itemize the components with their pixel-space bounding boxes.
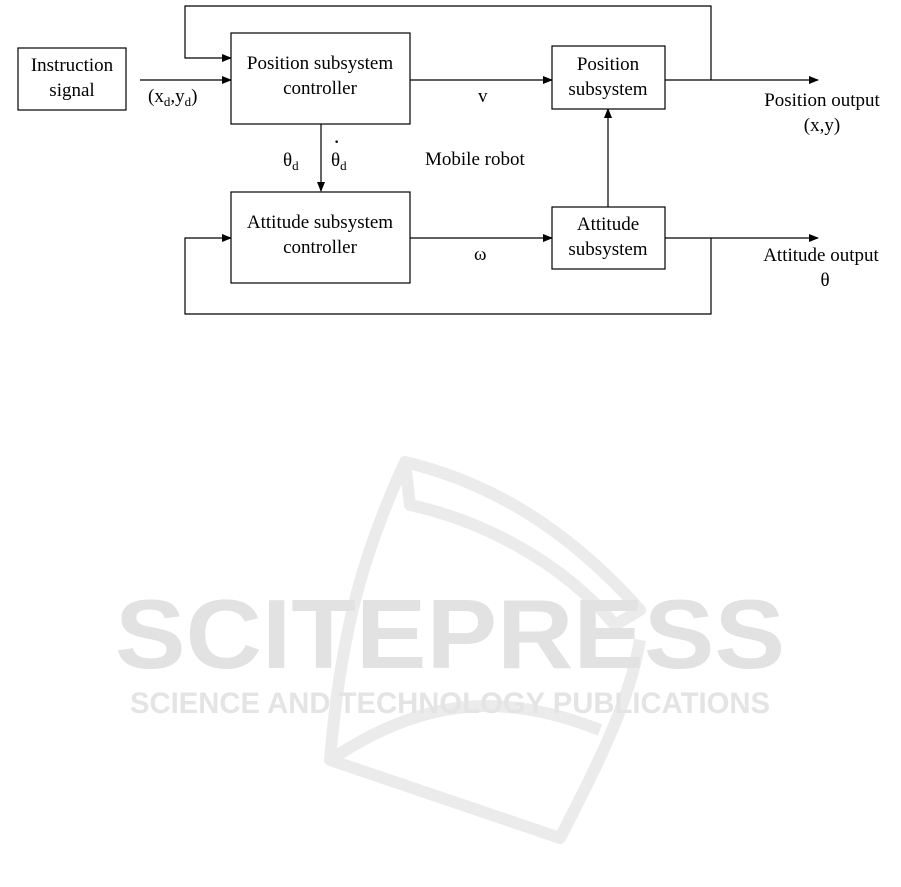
reference-signal-label: (xd,yd) xyxy=(148,86,197,109)
attitude-output-value: θ xyxy=(820,270,829,291)
instruction-block-line2: signal xyxy=(49,80,94,101)
position-controller-line2: controller xyxy=(283,78,358,99)
instruction-signal-block: Instruction signal xyxy=(18,48,126,110)
position-output-label: Position output xyxy=(764,90,880,111)
instruction-block-line1: Instruction xyxy=(31,55,114,76)
mobile-robot-label: Mobile robot xyxy=(425,149,525,170)
position-output-value: (x,y) xyxy=(804,115,840,136)
attitude-subsystem-line2: subsystem xyxy=(568,239,647,260)
position-subsystem-line2: subsystem xyxy=(568,79,647,100)
attitude-output-label: Attitude output xyxy=(763,245,879,266)
position-subsystem-line1: Position xyxy=(577,54,640,75)
attitude-subsystem-line1: Attitude xyxy=(577,214,639,235)
attitude-controller-line2: controller xyxy=(283,237,358,258)
velocity-label: v xyxy=(478,86,488,107)
theta-dot-mark: · xyxy=(333,129,340,154)
attitude-controller-line1: Attitude subsystem xyxy=(247,212,393,233)
position-controller-line1: Position subsystem xyxy=(247,53,393,74)
attitude-subsystem-block: Attitude subsystem xyxy=(552,207,665,269)
theta-d-label: θd xyxy=(283,150,299,173)
position-controller-block: Position subsystem controller xyxy=(231,33,410,124)
theta-dot-d-label: θd · xyxy=(331,129,347,173)
position-subsystem-block: Position subsystem xyxy=(552,46,665,109)
angular-velocity-label: ω xyxy=(474,244,487,265)
attitude-controller-block: Attitude subsystem controller xyxy=(231,192,410,283)
